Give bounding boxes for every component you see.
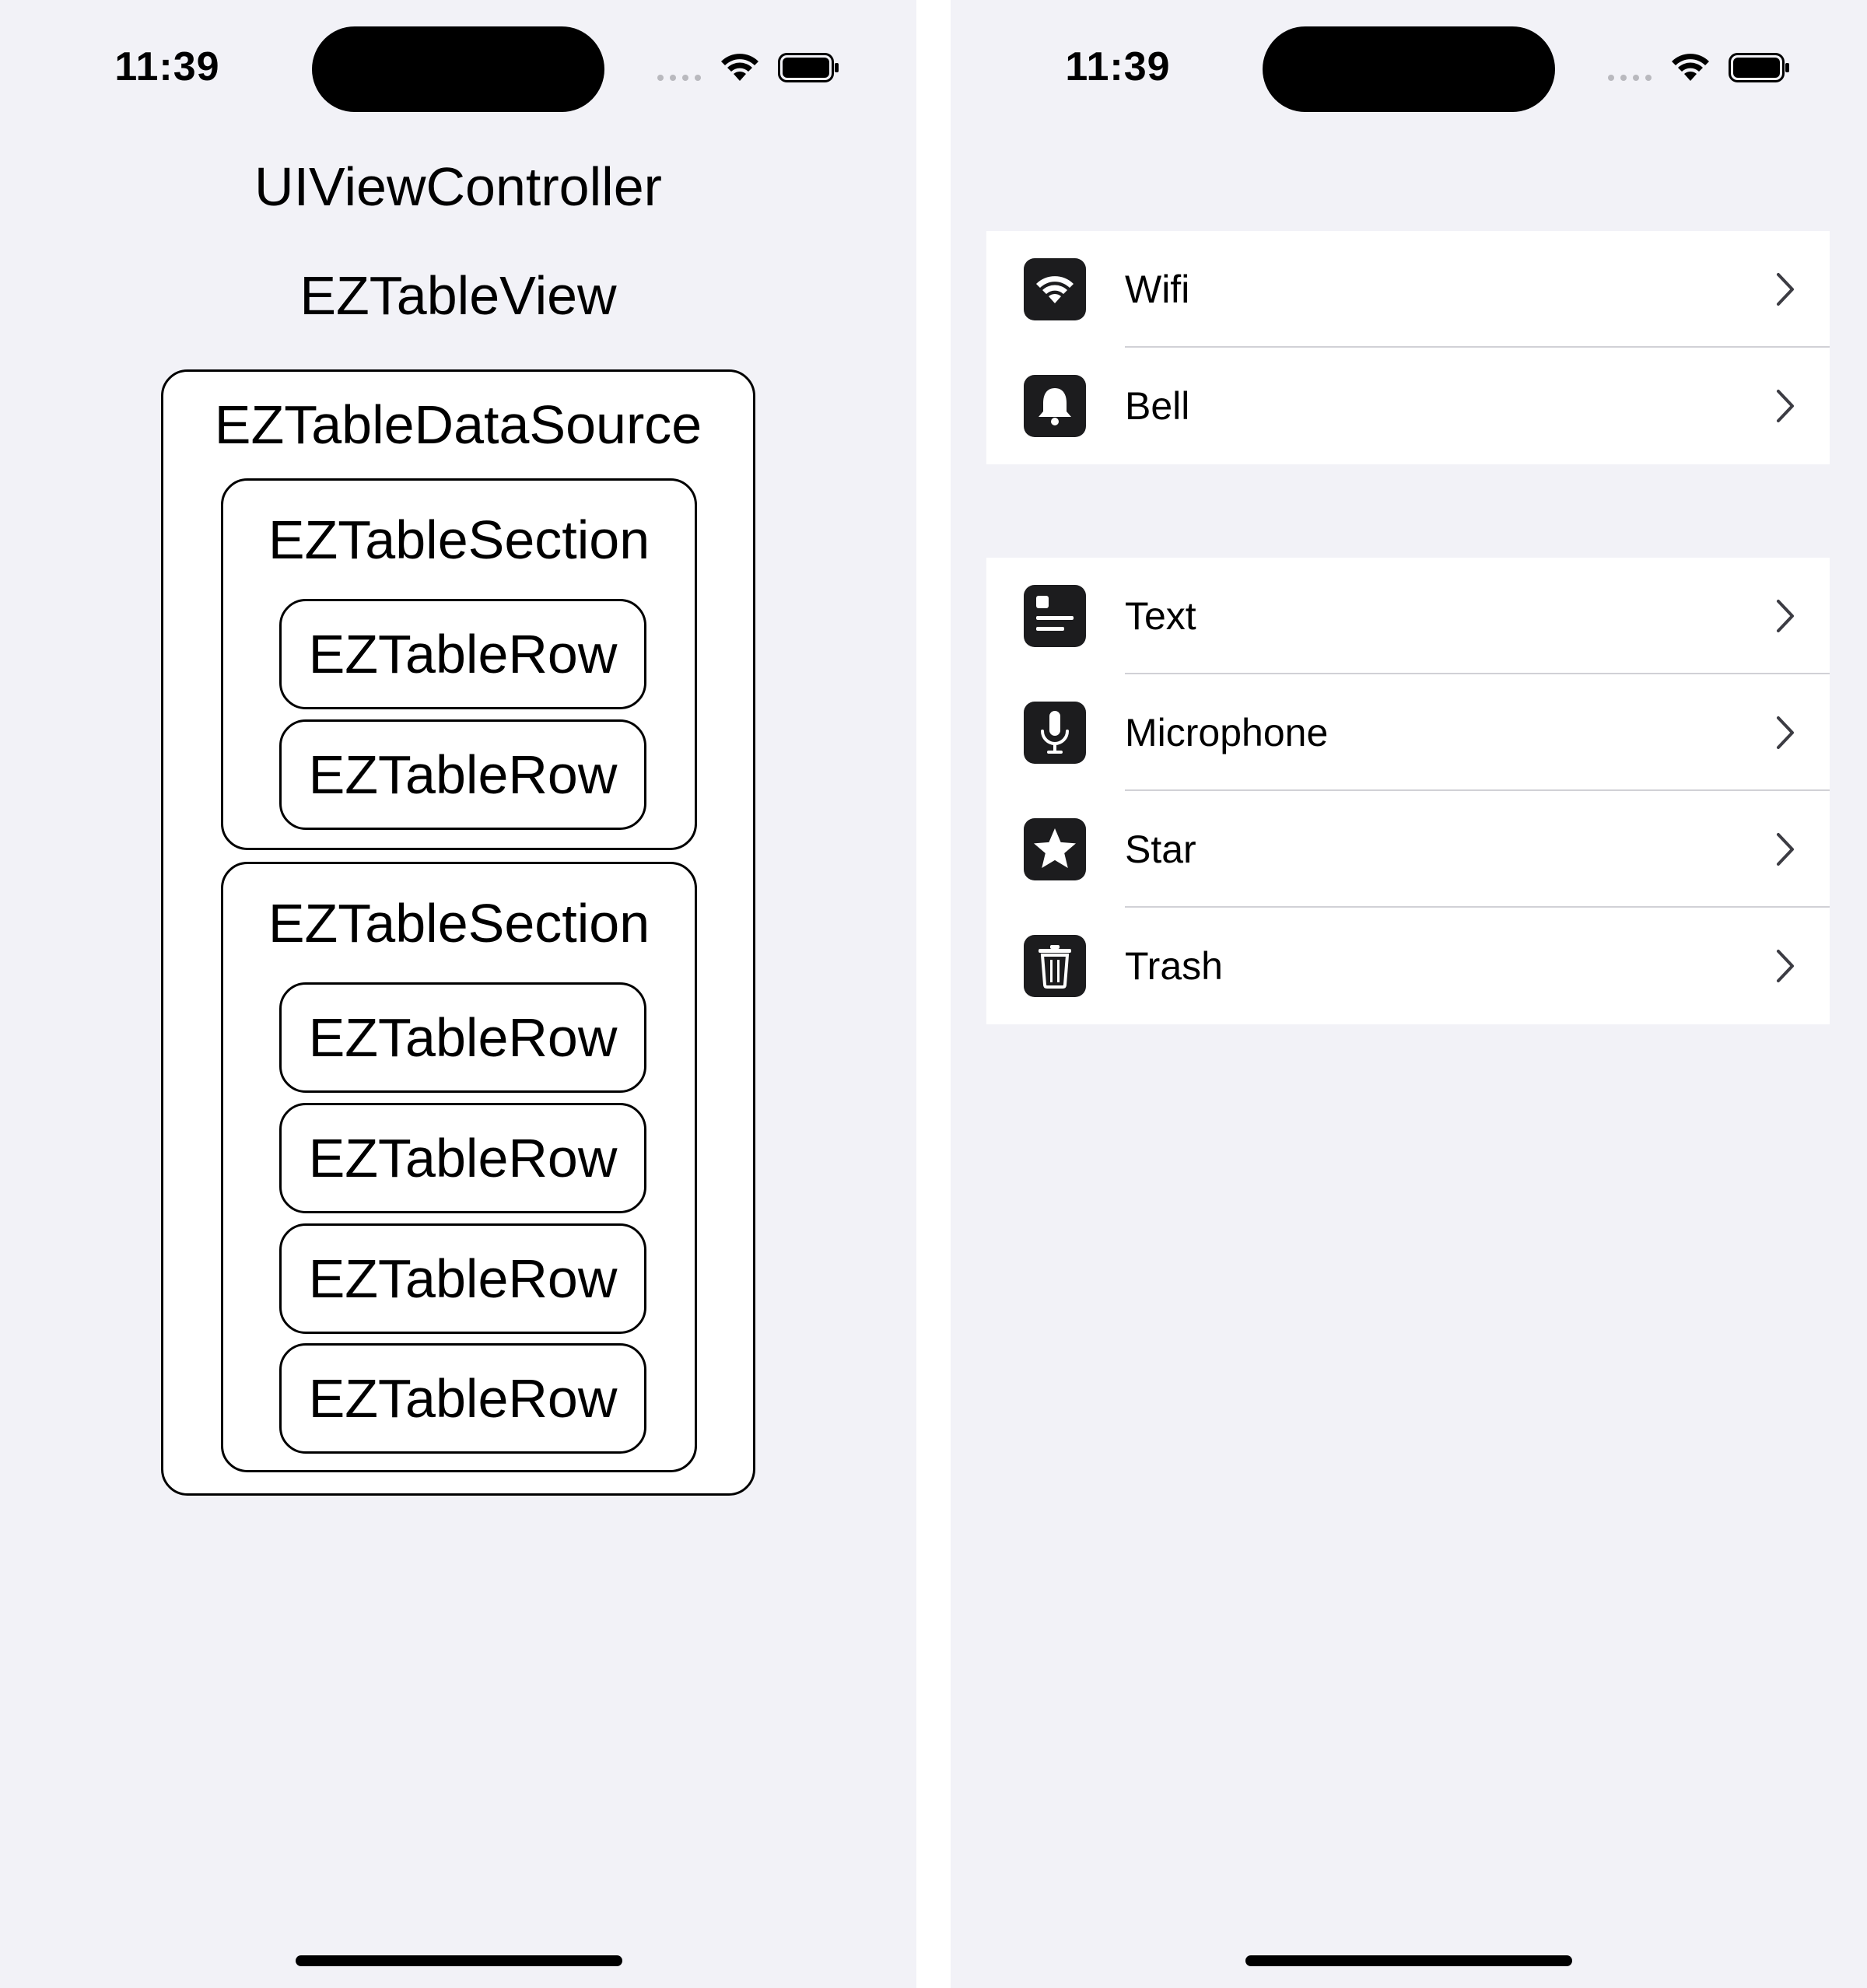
home-indicator[interactable] (296, 1955, 622, 1966)
row-label: Wifi (1125, 268, 1190, 311)
section-label: EZTableSection (268, 893, 650, 954)
row-separator (1125, 789, 1830, 791)
status-time: 11:39 (1065, 44, 1171, 89)
table-view-title: EZTableView (299, 265, 617, 326)
row-label: Bell (1125, 384, 1190, 428)
row-box: EZTableRow (279, 1103, 646, 1213)
row-label: Trash (1125, 944, 1223, 988)
cellular-signal-icon (1608, 75, 1655, 81)
wifi-icon (1024, 258, 1086, 320)
wifi-status-icon (721, 54, 758, 81)
chevron-right-icon (1777, 273, 1794, 306)
cellular-signal-icon (657, 75, 704, 81)
row-box: EZTableRow (279, 599, 646, 709)
dynamic-island (312, 26, 604, 112)
wifi-status-icon (1672, 54, 1709, 81)
row-box: EZTableRow (279, 1343, 646, 1454)
controller-title: UIViewController (254, 156, 662, 217)
microphone-icon (1024, 702, 1086, 764)
chevron-right-icon (1777, 950, 1794, 982)
left-phone-screen: 11:39 UIViewController EZTableView EZTab… (0, 0, 916, 1988)
row-label: Text (1125, 594, 1196, 638)
home-indicator[interactable] (1245, 1955, 1572, 1966)
row-label: Star (1125, 828, 1196, 871)
dynamic-island (1263, 26, 1555, 112)
trash-icon (1024, 935, 1086, 997)
data-source-box: EZTableDataSource EZTableSection EZTable… (161, 369, 755, 1496)
row-label: Microphone (1125, 711, 1329, 754)
table-row-wifi[interactable]: Wifi (986, 231, 1830, 348)
row-box: EZTableRow (279, 1223, 646, 1334)
table-row-microphone[interactable]: Microphone (986, 674, 1830, 791)
status-time: 11:39 (114, 44, 220, 89)
table-row-star[interactable]: Star (986, 791, 1830, 908)
bell-icon (1024, 375, 1086, 437)
section-label: EZTableSection (268, 509, 650, 570)
right-phone-screen: 11:39 Wifi (951, 0, 1867, 1988)
chevron-right-icon (1777, 600, 1794, 632)
row-box: EZTableRow (279, 982, 646, 1093)
table-section: Text Microphone (986, 558, 1830, 1024)
chevron-right-icon (1777, 833, 1794, 866)
star-icon (1024, 818, 1086, 880)
row-separator (1125, 906, 1830, 908)
battery-icon (1729, 53, 1789, 82)
table-row-bell[interactable]: Bell (986, 348, 1830, 464)
row-separator (1125, 346, 1830, 348)
table-row-trash[interactable]: Trash (986, 908, 1830, 1024)
chevron-right-icon (1777, 390, 1794, 422)
section-box: EZTableSection EZTableRow EZTableRow EZT… (221, 862, 697, 1472)
table-row-text[interactable]: Text (986, 558, 1830, 674)
row-box: EZTableRow (279, 719, 646, 830)
chevron-right-icon (1777, 716, 1794, 749)
data-source-label: EZTableDataSource (214, 394, 702, 455)
table-section: Wifi Bell (986, 231, 1830, 464)
battery-icon (778, 53, 839, 82)
text-icon (1024, 585, 1086, 647)
row-separator (1125, 673, 1830, 674)
section-box: EZTableSection EZTableRow EZTableRow (221, 478, 697, 850)
